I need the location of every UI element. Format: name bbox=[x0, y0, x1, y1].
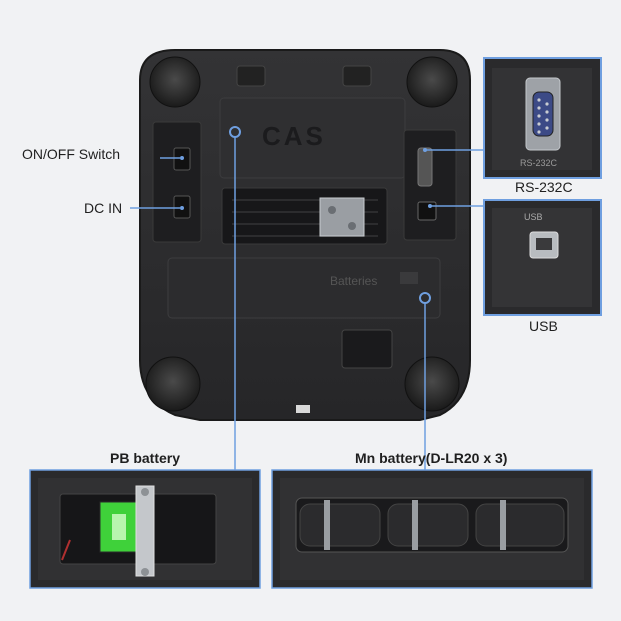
mn-battery-label: Mn battery(D-LR20 x 3) bbox=[355, 450, 508, 466]
brand-embossed-text: CAS bbox=[262, 121, 326, 151]
usb-inset: USB bbox=[483, 199, 602, 316]
pb-battery-label: PB battery bbox=[110, 450, 181, 466]
dc-in-label: DC IN bbox=[84, 200, 123, 216]
scale-body bbox=[139, 49, 471, 421]
rs232c-inset: RS-232C bbox=[483, 57, 602, 179]
batteries-embossed-text: Batteries bbox=[330, 274, 377, 288]
mn-battery-inset bbox=[271, 469, 593, 589]
rs232c-label: RS-232C bbox=[515, 179, 573, 195]
callout-lines bbox=[130, 126, 484, 470]
pb-battery-inset bbox=[29, 469, 261, 589]
rs232c-port-text: RS-232C bbox=[520, 158, 558, 168]
usb-port-text: USB bbox=[524, 212, 543, 222]
usb-label: USB bbox=[529, 318, 558, 334]
on-off-switch-label: ON/OFF Switch bbox=[22, 146, 121, 162]
